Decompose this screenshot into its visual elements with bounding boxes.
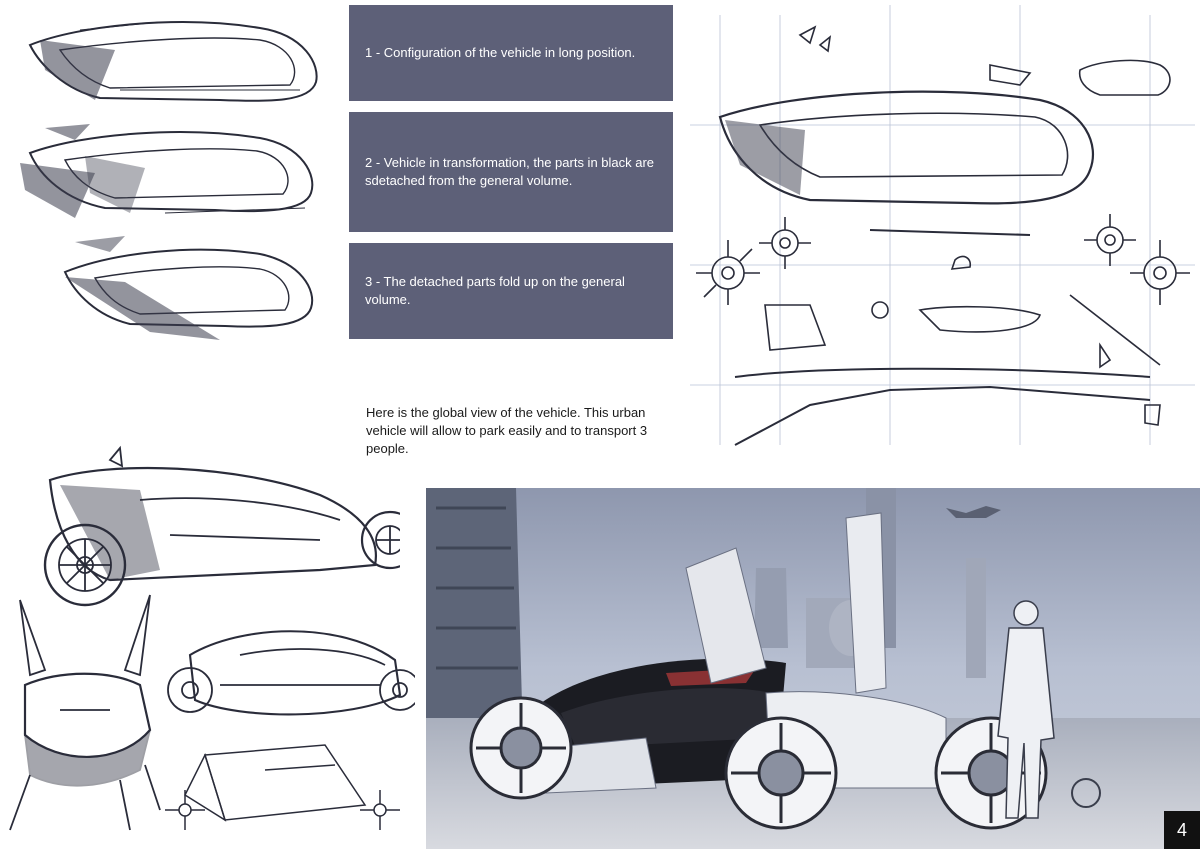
sketch-perspective-side xyxy=(20,440,400,615)
caption-box-3: 3 - The detached parts fold up on the ge… xyxy=(349,243,673,339)
sketch-rear-three-quarter xyxy=(160,615,415,730)
page-number: 4 xyxy=(1164,811,1200,849)
sketch-in-transformation xyxy=(15,118,325,223)
global-view-note: Here is the global view of the vehicle. … xyxy=(366,405,648,456)
vehicle-render xyxy=(426,488,1200,849)
sketch-front-folding xyxy=(0,590,170,835)
caption-text-1: 1 - Configuration of the vehicle in long… xyxy=(365,45,636,60)
sketch-compact-propellers xyxy=(165,725,405,840)
caption-text-2: 2 - Vehicle in transformation, the parts… xyxy=(365,155,655,188)
sketch-folded xyxy=(55,232,320,342)
caption-box-1: 1 - Configuration of the vehicle in long… xyxy=(349,5,673,101)
sketch-long-position xyxy=(20,10,330,110)
caption-text-3: 3 - The detached parts fold up on the ge… xyxy=(365,274,625,307)
sketch-exploded-view xyxy=(690,5,1195,455)
caption-box-2: 2 - Vehicle in transformation, the parts… xyxy=(349,112,673,232)
